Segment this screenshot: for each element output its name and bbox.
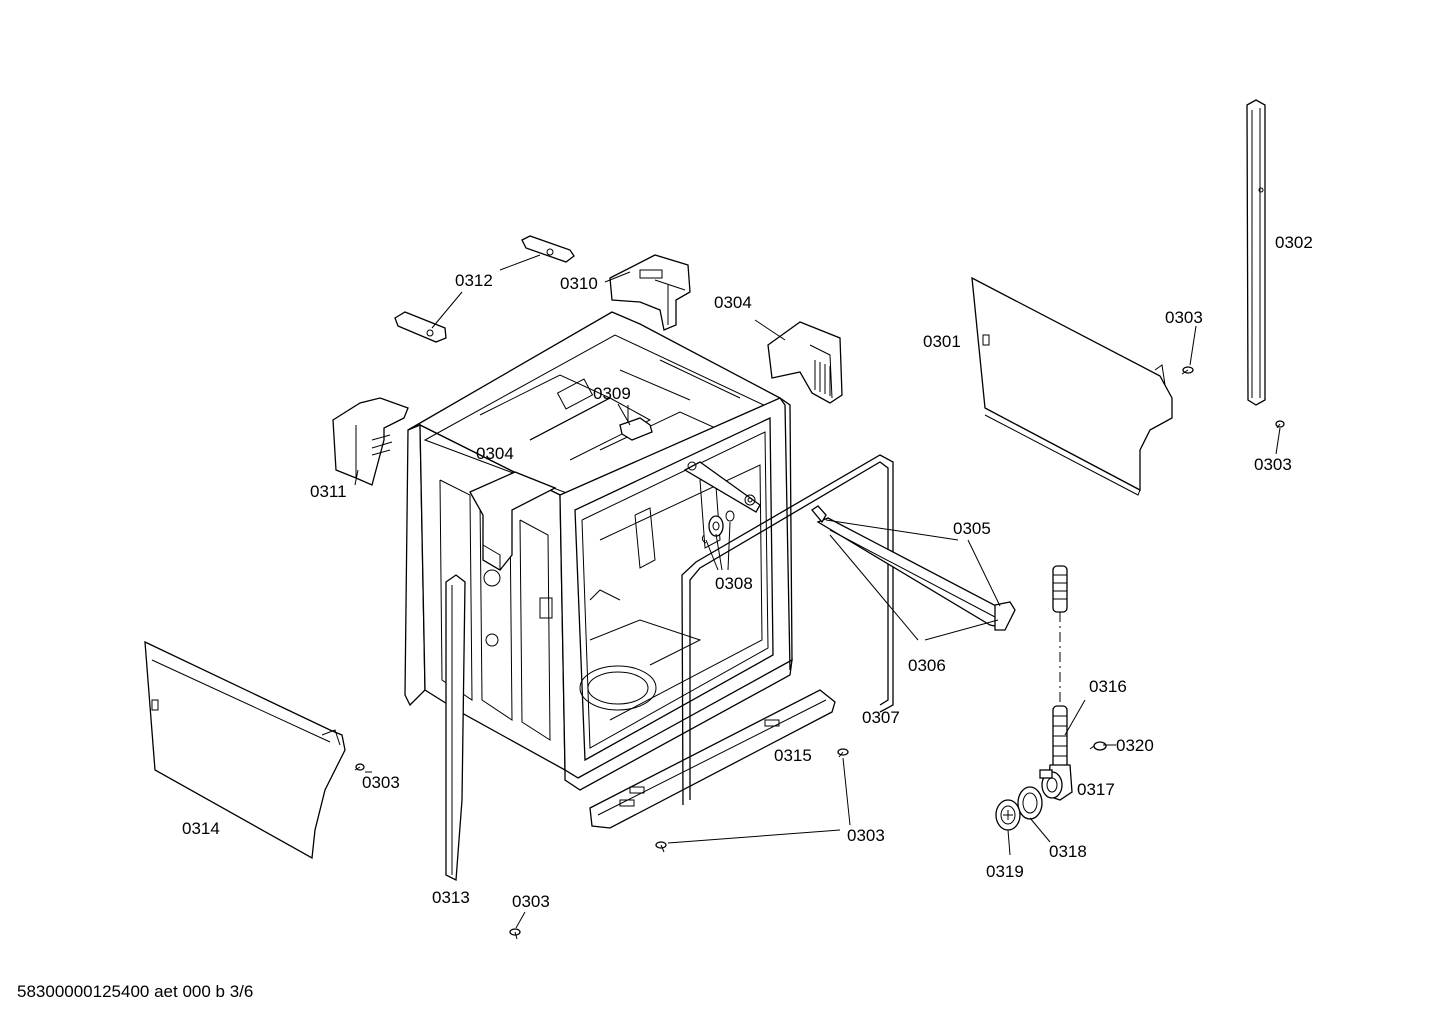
label-0303-b: 0303 [1254, 455, 1292, 474]
label-0303-a: 0303 [1165, 308, 1203, 327]
part-0314-side-panel [144, 640, 346, 860]
tub-body [404, 311, 793, 791]
label-0313: 0313 [432, 888, 470, 907]
label-0312: 0312 [455, 271, 493, 290]
screw-icon [354, 763, 365, 771]
label-0304-right: 0304 [714, 293, 752, 312]
label-0307: 0307 [862, 708, 900, 727]
label-0316: 0316 [1089, 677, 1127, 696]
part-0310-bracket [609, 254, 691, 331]
label-0305: 0305 [953, 519, 991, 538]
screw-icon [1275, 420, 1285, 429]
part-0318-ring [1017, 786, 1043, 820]
part-0316-hose [1052, 565, 1068, 769]
screw-icons [354, 366, 1285, 940]
part-0304-bracket-right [767, 321, 843, 404]
label-0303-e: 0303 [512, 892, 550, 911]
label-0306: 0306 [908, 656, 946, 675]
part-0311-bracket [332, 397, 409, 486]
label-0319: 0319 [986, 862, 1024, 881]
label-0301: 0301 [923, 332, 961, 351]
footer-document-code: 58300000125400 aet 000 b 3/6 [17, 982, 253, 1001]
label-0314: 0314 [182, 819, 220, 838]
screw-icon [1089, 741, 1107, 751]
part-0312-clip-lower [394, 311, 447, 343]
part-0302-vertical-strip [1246, 99, 1266, 406]
part-0309-clip [619, 405, 653, 441]
label-0317: 0317 [1077, 780, 1115, 799]
part-0313-vertical-strip [445, 574, 466, 882]
screw-icon [655, 841, 667, 853]
label-0315: 0315 [774, 746, 812, 765]
part-0312-clip-upper [521, 235, 575, 263]
screw-icon [837, 748, 849, 758]
label-0309: 0309 [593, 384, 631, 403]
part-0308-washers [701, 510, 735, 544]
part-labels: 0312 0310 0304 0309 0304 0311 0301 0302 … [182, 233, 1313, 911]
leader-lines [354, 254, 1281, 929]
label-0318: 0318 [1049, 842, 1087, 861]
label-0310: 0310 [560, 274, 598, 293]
label-0303-c: 0303 [362, 773, 400, 792]
label-0320: 0320 [1116, 736, 1154, 755]
part-0319-cap [995, 799, 1021, 831]
part-0305-rail [811, 505, 1016, 631]
label-0303-d: 0303 [847, 826, 885, 845]
label-0308: 0308 [715, 574, 753, 593]
label-0302: 0302 [1275, 233, 1313, 252]
screw-icon [509, 928, 521, 940]
part-0307-door-gasket [681, 454, 894, 806]
label-0304-left: 0304 [476, 444, 514, 463]
part-0317-elbow [1039, 764, 1073, 801]
part-0315-bottom-strip [589, 689, 836, 829]
screw-icon [1181, 366, 1194, 375]
part-0304-bracket-left [469, 471, 557, 571]
part-0301-side-panel [971, 276, 1173, 496]
label-0311: 0311 [310, 482, 347, 501]
